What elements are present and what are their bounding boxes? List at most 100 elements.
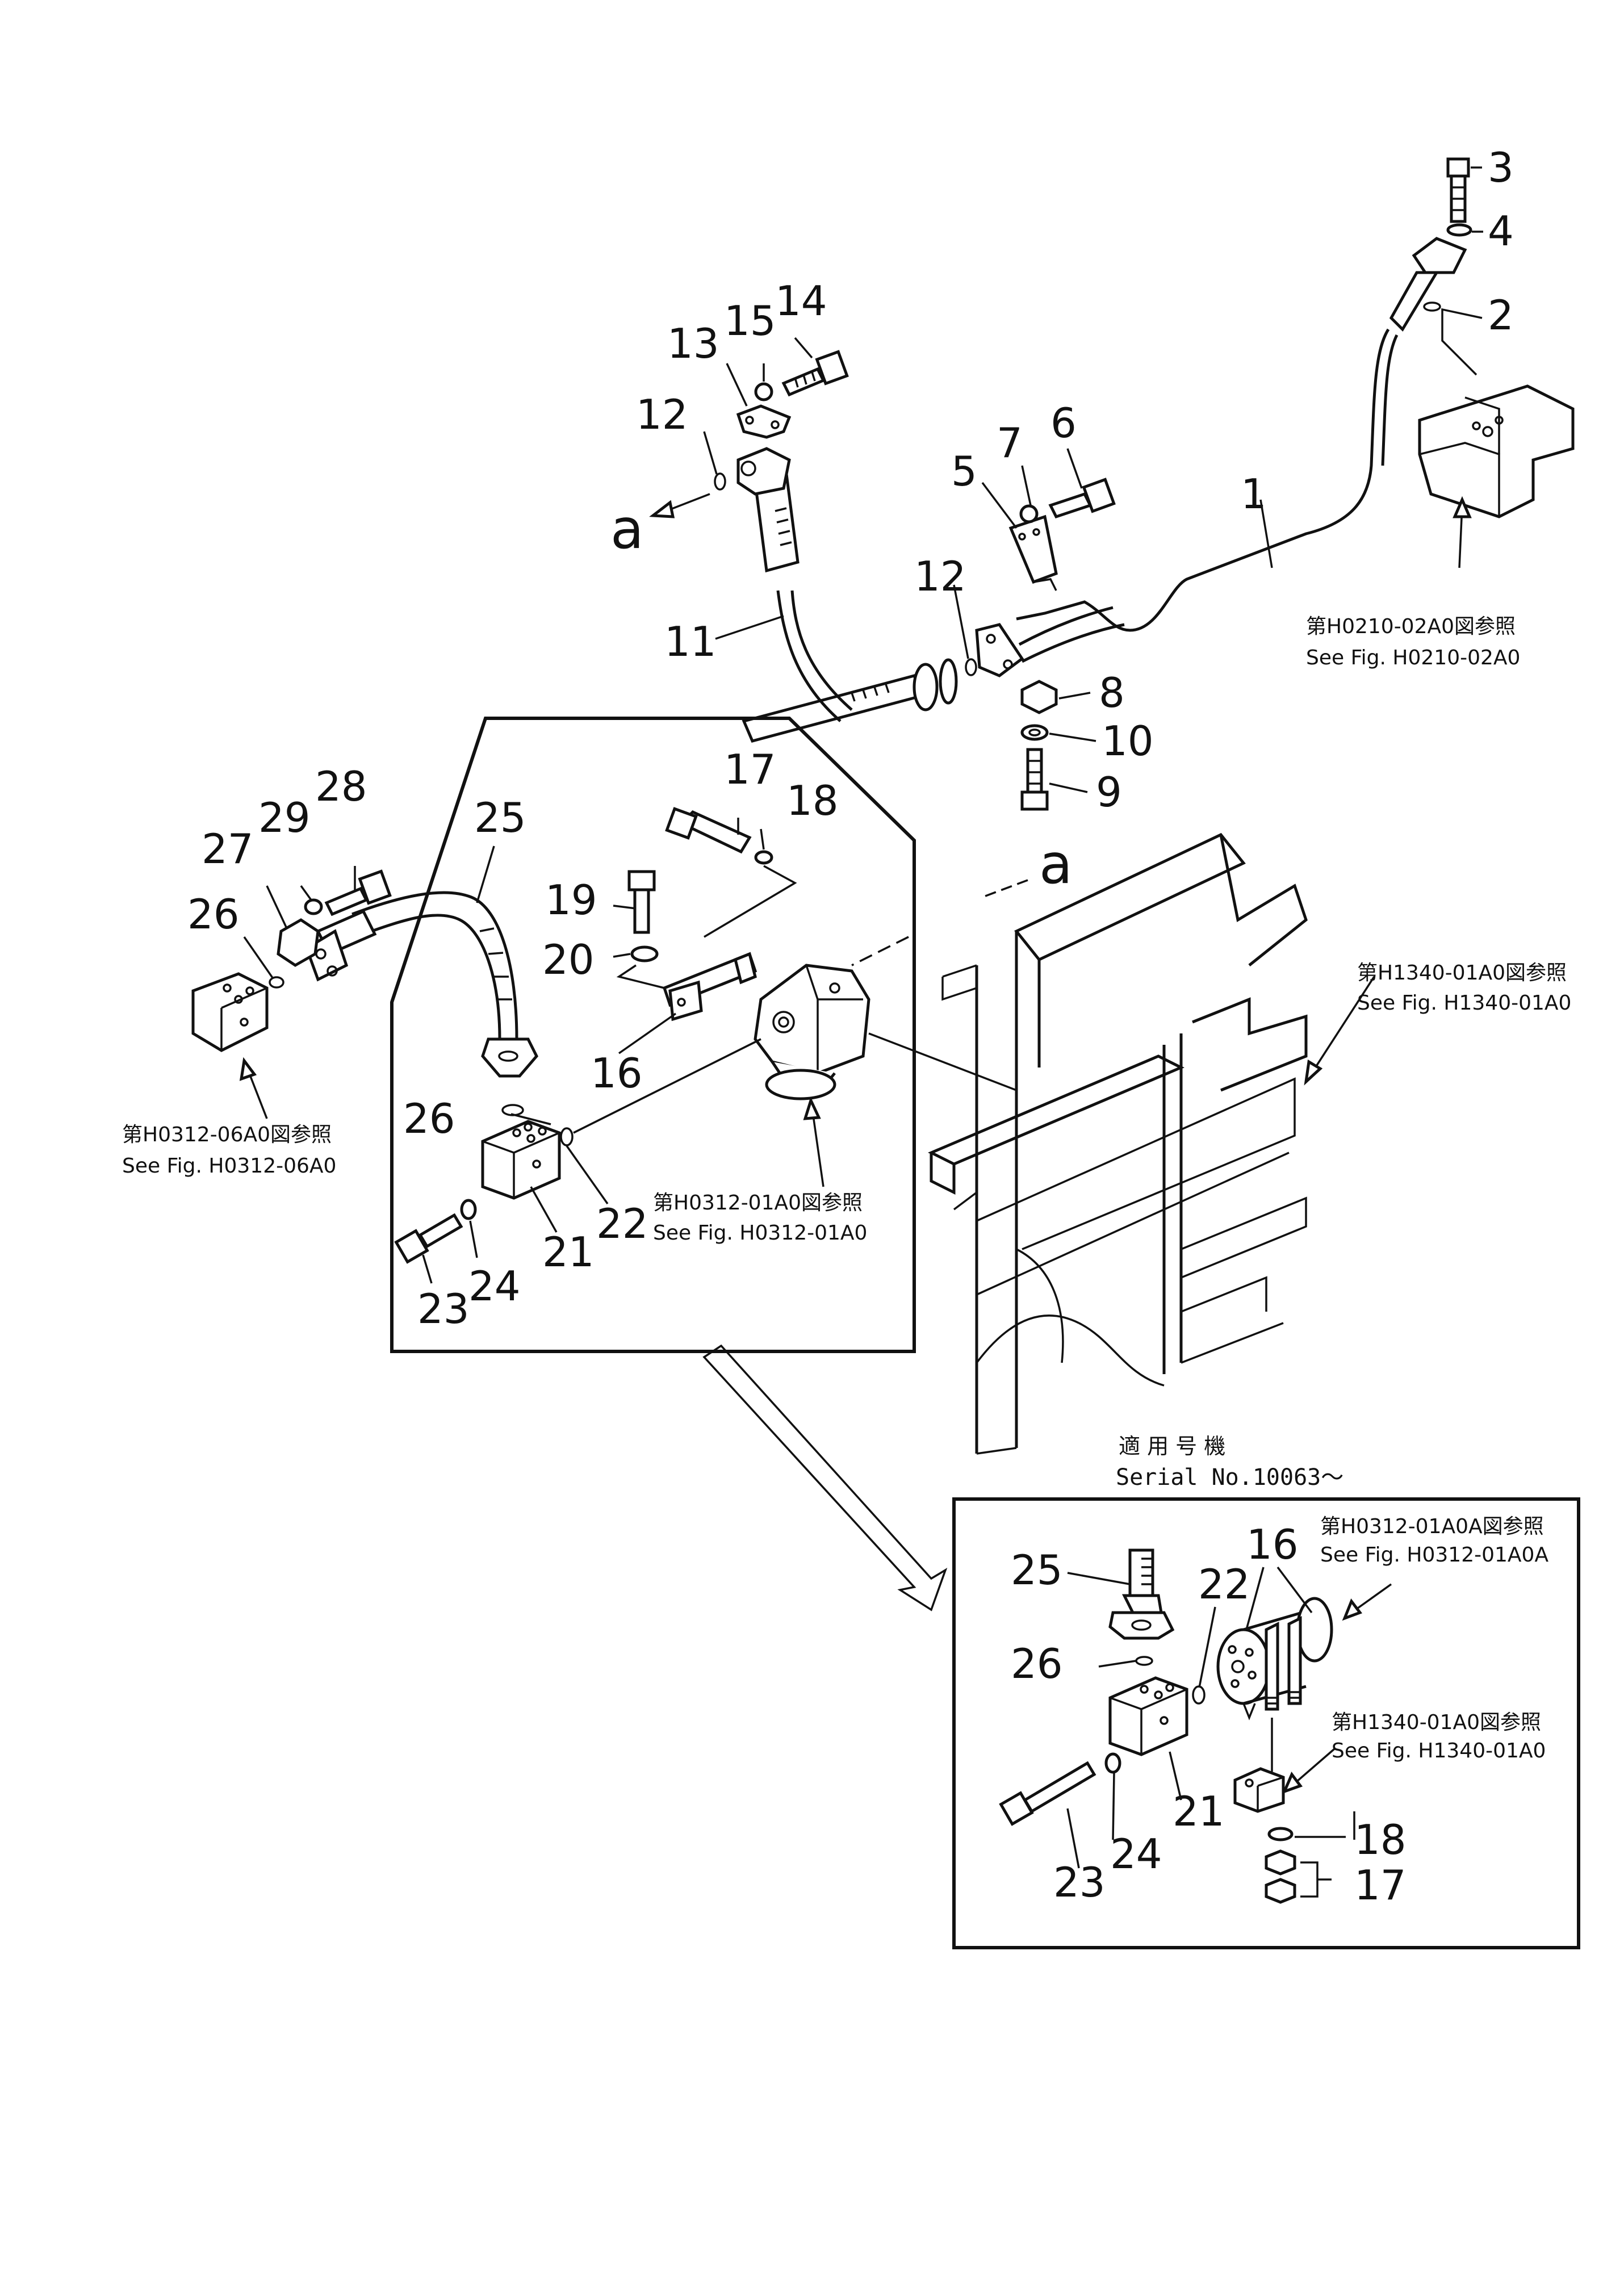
o-ring-12b	[965, 658, 977, 676]
serial-note: 適 用 号 機 Serial No.10063～	[1116, 1434, 1343, 1491]
washer-29	[304, 898, 323, 915]
serial-jp: 適 用 号 機	[1119, 1434, 1225, 1459]
label-2: 2	[1488, 291, 1514, 339]
label-26: 26	[403, 1095, 455, 1142]
label-9: 9	[1096, 768, 1122, 816]
bolt-23	[394, 1213, 463, 1264]
bolt-17	[665, 807, 752, 854]
label-28: 28	[315, 763, 367, 810]
label-1: 1	[1241, 470, 1267, 518]
block-h0312-06	[191, 972, 269, 1052]
washer-15	[754, 382, 773, 401]
part-number-labels: 3 4 2 1 5 7 6 8 10 9 12 11 12 13 15 14 a…	[187, 144, 1514, 1333]
bracket-16	[662, 952, 757, 1022]
ref-h0312-01-en: See Fig. H0312-01A0	[653, 1221, 867, 1245]
inset-washer-18	[1267, 1827, 1294, 1841]
serial-en: Serial No.10063～	[1116, 1464, 1343, 1491]
label-a-left: a	[610, 497, 644, 561]
inset-o-ring-26	[1135, 1656, 1153, 1666]
tube-1	[1016, 328, 1390, 632]
inset-o-ring-22	[1192, 1685, 1206, 1705]
inset-label-17: 17	[1354, 1861, 1407, 1909]
bolt-19	[627, 870, 656, 934]
label-27: 27	[202, 825, 254, 873]
valve-block-h0210	[1418, 384, 1575, 518]
inset-swivel-joint-16	[1216, 1597, 1333, 1720]
inset-label-23: 23	[1053, 1858, 1106, 1906]
inset-label-24: 24	[1110, 1830, 1162, 1878]
ref-h1340-en: See Fig. H1340-01A0	[1357, 991, 1571, 1015]
label-24: 24	[468, 1262, 521, 1310]
bolt-9	[1020, 748, 1049, 811]
ref-h1340-inset-jp: 第H1340-01A0図参照	[1332, 1711, 1541, 1734]
bolt-6	[1048, 478, 1116, 519]
o-ring-26-left	[269, 976, 284, 989]
inset-washer-24	[1104, 1752, 1121, 1774]
ref-h1340-inset-en: See Fig. H1340-01A0	[1332, 1739, 1546, 1763]
label-11: 11	[664, 618, 717, 665]
washer-10	[1020, 724, 1049, 741]
label-3: 3	[1488, 144, 1514, 191]
detail-frame	[390, 717, 916, 1353]
machine-frame	[928, 832, 1308, 1455]
inset-nut-17	[1265, 1849, 1296, 1904]
ref-h0312-01A-en: See Fig. H0312-01A0A	[1320, 1543, 1548, 1567]
label-25: 25	[474, 794, 526, 842]
inset-label-21: 21	[1173, 1788, 1225, 1835]
o-ring-12a	[714, 472, 726, 491]
label-14: 14	[775, 277, 827, 325]
inset-hose-25	[1108, 1548, 1175, 1640]
bolt-28	[324, 869, 392, 916]
center-joint-h0312-01	[754, 964, 870, 1100]
label-13: 13	[667, 320, 719, 367]
label-29: 29	[258, 794, 311, 842]
inset-frame	[952, 1497, 1580, 1949]
inset-bracket	[1233, 1718, 1285, 1813]
ref-h0312-01-jp: 第H0312-01A0図参照	[653, 1191, 863, 1215]
reference-notes: 第H0210-02A0図参照 See Fig. H0210-02A0 第H134…	[122, 615, 1571, 1763]
label-5: 5	[951, 447, 977, 495]
label-21: 21	[542, 1228, 595, 1276]
arrow-to-inset	[702, 1344, 948, 1611]
inset-label-16: 16	[1246, 1521, 1299, 1568]
bracket-5	[1008, 514, 1058, 591]
label-23: 23	[417, 1285, 470, 1333]
split-flange-top	[1389, 237, 1467, 332]
ref-h0312-06-en: See Fig. H0312-06A0	[122, 1154, 336, 1178]
washer-24	[460, 1199, 477, 1220]
washer-7	[1019, 504, 1039, 524]
label-7: 7	[997, 419, 1023, 467]
label-20: 20	[542, 936, 595, 983]
split-flange-27	[277, 918, 320, 967]
inset-label-26: 26	[1011, 1640, 1063, 1688]
label-22: 22	[596, 1200, 648, 1248]
label-8: 8	[1099, 669, 1125, 717]
o-ring-2	[1423, 302, 1441, 312]
hose-11	[736, 447, 958, 743]
label-12b: 12	[914, 552, 966, 600]
ref-h0210-jp: 第H0210-02A0図参照	[1306, 615, 1516, 638]
ref-h0210-en: See Fig. H0210-02A0	[1306, 646, 1520, 669]
label-18: 18	[786, 777, 839, 824]
washer-20	[630, 945, 659, 962]
leader-lines	[243, 166, 1483, 1284]
ref-h0312-01A-jp: 第H0312-01A0A図参照	[1320, 1515, 1544, 1538]
o-ring-22	[560, 1127, 574, 1146]
label-19: 19	[545, 876, 597, 924]
inset-block-21	[1108, 1676, 1188, 1756]
bolt-14	[781, 350, 849, 397]
clamp-8	[1020, 680, 1058, 714]
flange-tube-1	[975, 606, 1125, 677]
label-6: 6	[1050, 399, 1077, 447]
label-12a: 12	[636, 391, 688, 438]
half-flange-13	[736, 404, 792, 439]
block-21	[481, 1120, 561, 1200]
inset-label-22: 22	[1198, 1560, 1250, 1608]
ref-h1340-jp: 第H1340-01A0図参照	[1357, 961, 1567, 985]
label-4: 4	[1488, 207, 1514, 255]
label-16: 16	[591, 1049, 643, 1097]
inset-bolt-23	[999, 1761, 1096, 1826]
arrow-a-left	[649, 500, 675, 518]
label-a-right: a	[1039, 832, 1073, 896]
